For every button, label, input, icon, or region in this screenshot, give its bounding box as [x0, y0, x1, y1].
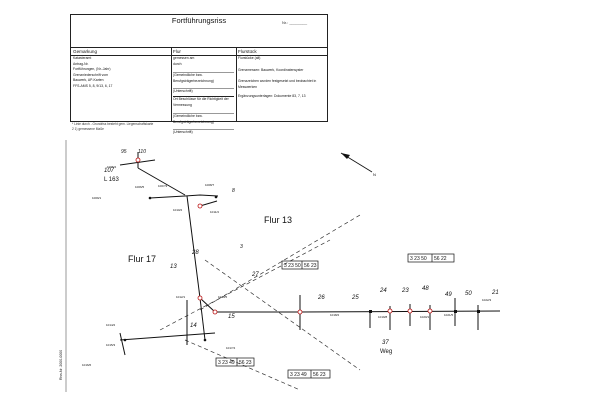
measure-15: 1019/8: [378, 315, 388, 319]
measure-7: 1011/4: [210, 210, 219, 214]
parcel-8: 8: [232, 188, 235, 194]
north-arrow-icon: N: [340, 152, 376, 177]
parcel-28: 28: [191, 250, 199, 256]
measure-18: 1022/3: [482, 298, 492, 302]
col3-line-4: Ergänzungsunterlagen: Dokumente 83, 7, 1…: [238, 94, 306, 99]
parcel-107: 107: [104, 168, 115, 174]
measure-6: 1010/2: [173, 208, 183, 212]
riss-number: Nr.: ________: [282, 20, 308, 25]
parcel-37: 37: [382, 340, 389, 346]
grid-box-1-right: 56 23: [304, 263, 317, 269]
col1-line-2: Antrag-Nr.: [73, 61, 89, 66]
parcel-lines: [119, 152, 501, 356]
col3-line-1: Flurstücke (alt): [238, 56, 261, 60]
sheet-title: Fortführungsriss: [171, 16, 227, 25]
col2-line-2: durch: [173, 61, 182, 66]
measure-12: 1016/6: [82, 363, 92, 367]
parcel-27: 27: [251, 272, 259, 278]
parcel-110: 110: [138, 149, 146, 155]
measure-4: 1008/7: [205, 183, 215, 187]
parcel-21: 21: [491, 290, 499, 296]
col1-line-4: Grenzniederschrift vom: [73, 72, 109, 77]
parcel-3: 3: [240, 244, 243, 250]
survey-points: [135, 157, 433, 315]
divider-2: [236, 47, 237, 121]
measurement-labels: 1005/4 1006/5 1007/3 1008/7 1009/1 1010/…: [82, 165, 492, 367]
measure-10: 1014/2: [106, 323, 116, 327]
parcel-25: 25: [351, 295, 359, 301]
flur-label-13: Flur 13: [264, 215, 292, 225]
parcel-14: 14: [190, 323, 197, 329]
flur-boundaries: [159, 214, 361, 391]
parcel-95: 95: [121, 149, 127, 155]
measure-16: 1020/1: [420, 315, 430, 319]
divider-1: [171, 47, 172, 121]
header-col-left: Katasteramt Antrag-Nr. Fortführungen, (N…: [71, 55, 171, 134]
measure-11: 1015/3: [106, 343, 116, 347]
header-form: Fortführungsriss Gemarkung Flur Flurstüc…: [70, 14, 328, 134]
measure-9: 1013/5: [218, 295, 228, 299]
col1-line-5: Bauwerk, AP-Karten: [73, 78, 104, 83]
col1-line-1: Katasteramt: [73, 56, 92, 60]
measure-5: 1009/1: [92, 196, 102, 200]
flur-cell: Flur: [173, 49, 181, 54]
col3-line-2: Grenzmessen: Bauwerk, Koordinatensyster: [238, 67, 304, 72]
col2-line-4: (Unterschrift): [173, 88, 234, 95]
measure-14: 1018/2: [330, 313, 340, 317]
measure-1: 1005/4: [107, 165, 117, 169]
side-text: Riss-Nr. 2000-0000: [59, 350, 63, 380]
parcel-weg: Weg: [380, 349, 392, 355]
flurstueck-cell: Flurstück: [238, 49, 257, 54]
header-col-middle: gemessen am durch (Gemeindliche bzw. Ber…: [171, 55, 236, 134]
grid-box-2-right: 56 22: [434, 256, 447, 262]
parcel-24: 24: [379, 288, 387, 294]
flur-label-17: Flur 17: [128, 254, 156, 264]
header-row: Gemarkung Flur Flurstück: [71, 47, 327, 56]
col3-line-3: Grenzzeichen wurden festgesetzt und beob…: [238, 79, 317, 89]
grid-box-2-left: 3 23 50: [410, 256, 427, 262]
grid-box-3-right: 56 23: [239, 360, 252, 366]
col2-line-6: (Gemeindliche bzw. Berufgsträgerbezeichn…: [173, 113, 234, 125]
parcel-l163: L 163: [104, 177, 119, 183]
header-note-2: 2 1) gemessene Maße: [72, 127, 104, 131]
parcel-13: 13: [170, 264, 177, 270]
parcel-26: 26: [317, 295, 325, 301]
measure-13: 1017/4: [226, 346, 236, 350]
grid-box-4-left: 3 23 49: [290, 372, 307, 378]
boundary-markers: [123, 195, 480, 342]
col1-line-3: Fortführungen, (Nr.-Jahr): [73, 67, 111, 72]
parcel-23: 23: [401, 288, 409, 294]
header-note-1: * Linie durch - Grundriss besteht gem. L…: [72, 122, 154, 126]
col2-line-7: (Unterschrift): [173, 129, 234, 136]
grid-box-3-left: 3 23 49: [218, 360, 235, 366]
gemarkung-cell: Gemarkung: [73, 49, 98, 54]
measure-2: 1006/5: [135, 185, 145, 189]
measure-8: 1012/1: [176, 295, 186, 299]
parcel-15: 15: [228, 314, 235, 320]
grid-boxes: 3 23 50 56 23 3 23 50 56 22 3 23 49 56 2…: [215, 253, 455, 379]
parcel-49: 49: [445, 292, 452, 298]
col2-line-1: gemessen am: [173, 56, 195, 60]
header-col-right: Flurstücke (alt) Grenzmessen: Bauwerk, K…: [236, 55, 327, 134]
grid-box-1-left: 3 23 50: [284, 263, 301, 269]
measure-3: 1007/3: [158, 184, 168, 188]
grid-box-4-right: 56 23: [313, 372, 326, 378]
parcel-50: 50: [465, 291, 472, 297]
col2-line-5: Ort Beschlüsse für die Richtigkeit der V…: [173, 95, 234, 108]
parcel-48: 48: [422, 286, 429, 292]
measure-17: 1021/5: [444, 313, 454, 317]
col2-line-3: (Gemeindliche bzw. Berufgsträgerbezeichn…: [173, 72, 234, 84]
north-arrow-label: N: [373, 172, 376, 177]
col1-line-6: FFS-AMS 5, 8, 9/13, 6, 17: [73, 83, 113, 88]
